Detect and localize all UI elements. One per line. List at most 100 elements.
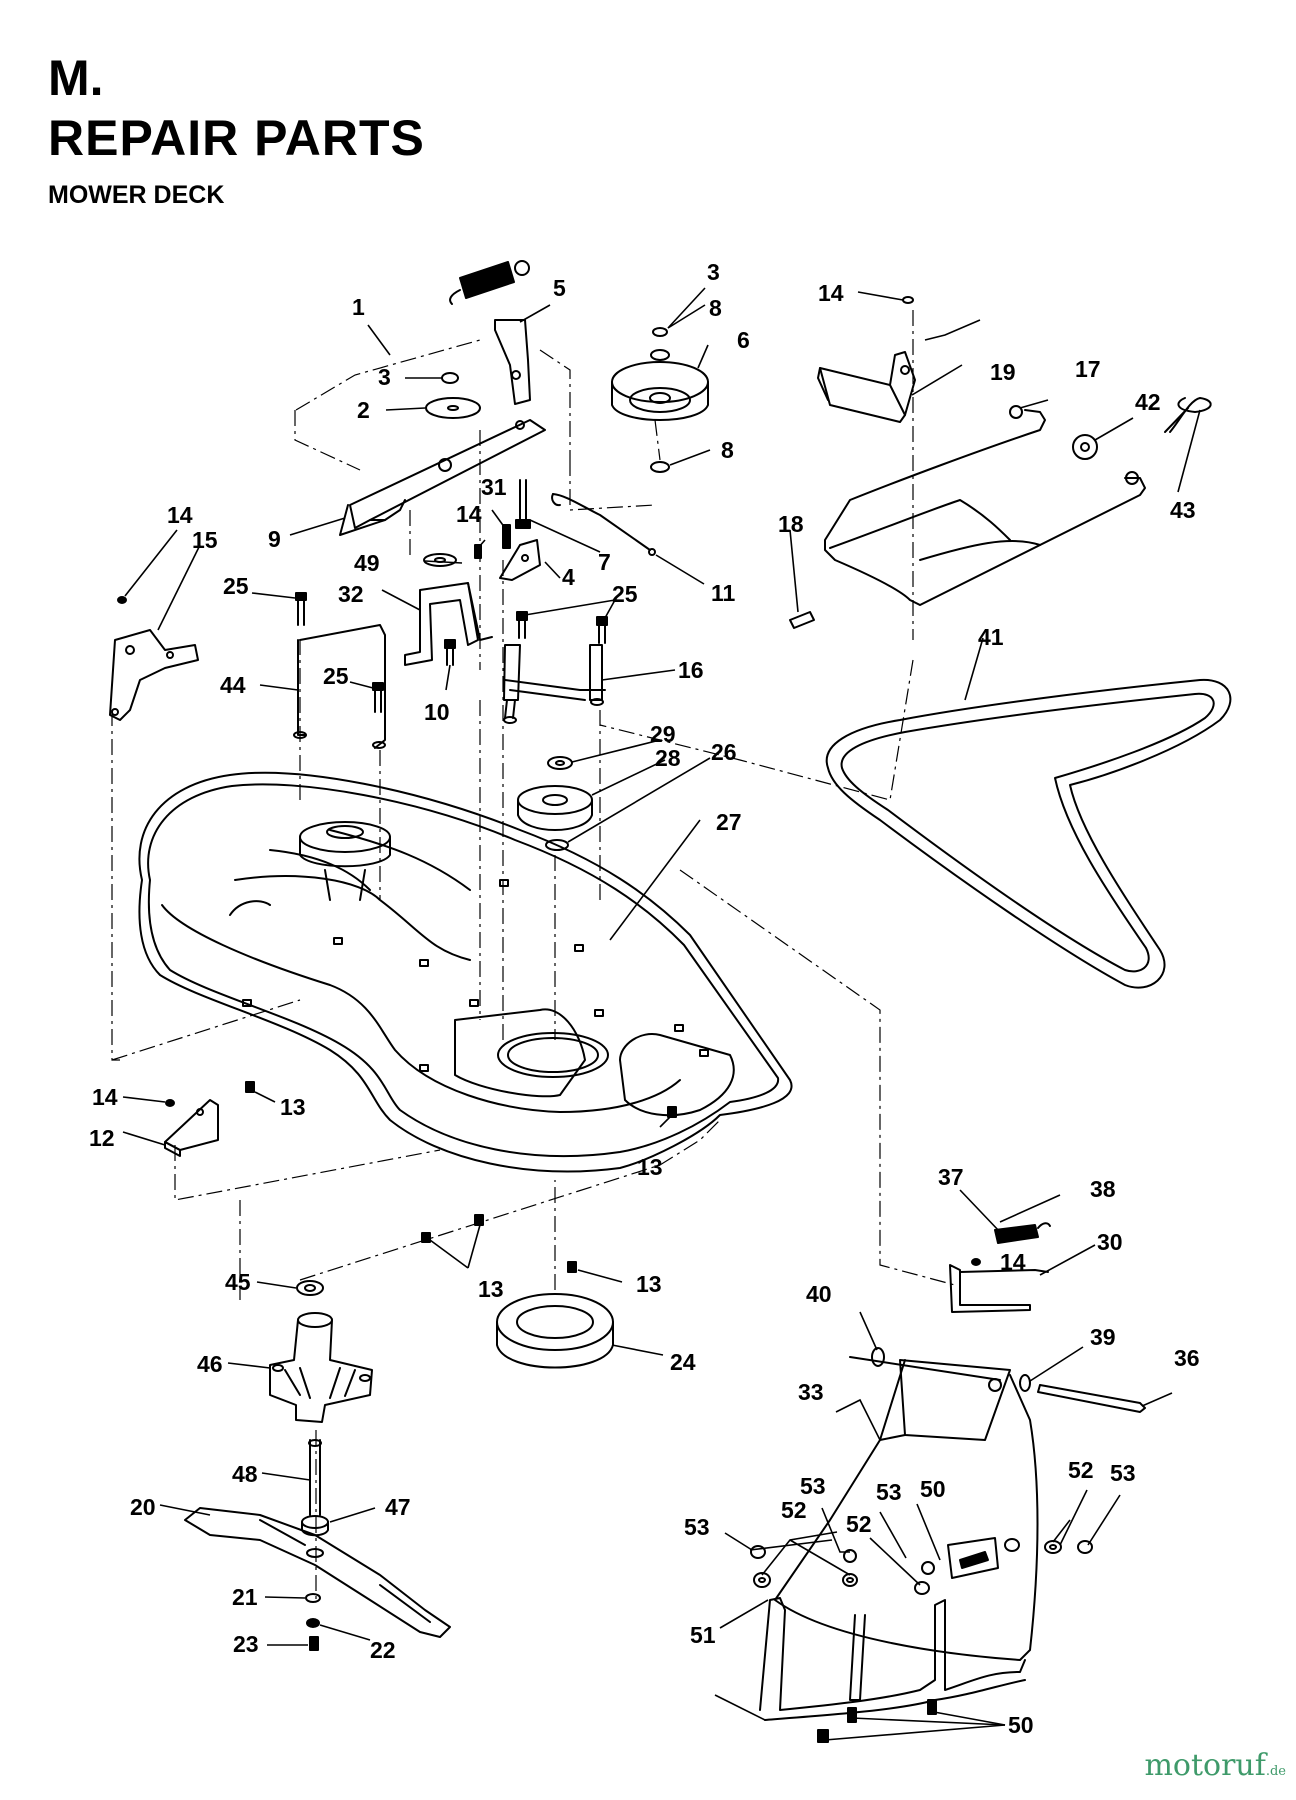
callout-32: 32	[338, 581, 364, 607]
bolt-13-a	[245, 1081, 255, 1093]
nut-3	[441, 372, 459, 384]
callout-44: 44	[220, 672, 246, 698]
mounting-bracket-12	[164, 1099, 219, 1157]
callout-53c: 53	[876, 1479, 902, 1505]
pulley-28	[517, 785, 593, 831]
bolt-13-d	[567, 1261, 577, 1273]
idler-arm	[339, 419, 546, 536]
tension-spring	[449, 260, 530, 305]
screw-50-chute	[1004, 1538, 1020, 1552]
callout-14a: 14	[167, 502, 193, 528]
bolt-13-b	[667, 1106, 677, 1118]
callout-42: 42	[1135, 389, 1161, 415]
deflector-rod-51	[759, 1597, 1026, 1721]
drive-belt	[825, 678, 1232, 989]
callout-8b: 8	[721, 437, 734, 463]
page-header: M. REPAIR PARTS MOWER DECK	[48, 48, 425, 212]
callout-16: 16	[678, 657, 704, 683]
leader-lines	[122, 287, 1201, 1741]
bolt-10	[444, 639, 456, 666]
callout-15: 15	[192, 527, 218, 553]
blade-20	[184, 1507, 451, 1638]
nut-53-a	[750, 1545, 766, 1559]
bolt-23	[309, 1636, 319, 1651]
screw-14-chute	[971, 1258, 981, 1266]
callout-49: 49	[354, 550, 380, 576]
callout-22: 22	[370, 1637, 396, 1663]
callout-25a: 25	[223, 573, 249, 599]
callout-14d: 14	[92, 1084, 118, 1110]
watermark-text: motoruf	[1144, 1748, 1266, 1783]
callout-14c: 14	[818, 280, 844, 306]
hairpin-clip-43	[1164, 397, 1212, 433]
callout-3b: 3	[707, 259, 720, 285]
washer-42	[1072, 434, 1098, 460]
watermark-logo: motoruf.de	[1144, 1748, 1286, 1783]
washer-26	[545, 839, 569, 851]
hinge-rod-36	[849, 1356, 1146, 1413]
callout-27: 27	[716, 809, 742, 835]
callout-13a: 13	[280, 1094, 306, 1120]
callout-7: 7	[598, 549, 611, 575]
bolt-25-left	[295, 592, 307, 626]
callout-9: 9	[268, 526, 281, 552]
callout-53d: 53	[1110, 1460, 1136, 1486]
washer-52-b	[842, 1573, 858, 1587]
callout-25c: 25	[323, 663, 349, 689]
callout-13c: 13	[478, 1276, 504, 1302]
callout-26: 26	[711, 739, 737, 765]
callout-36: 36	[1174, 1345, 1200, 1371]
bolt-25-center	[372, 682, 384, 713]
callout-14e: 14	[1000, 1249, 1026, 1275]
pin-38	[1037, 1222, 1051, 1229]
callout-8a: 8	[709, 295, 722, 321]
bolt-25-right-a	[516, 611, 528, 639]
callout-50a: 50	[920, 1476, 946, 1502]
callout-51: 51	[690, 1622, 716, 1648]
callout-24: 24	[670, 1349, 696, 1375]
lift-link-rod-17	[824, 405, 1146, 606]
spacer-24	[496, 1293, 614, 1369]
callout-18: 18	[778, 511, 804, 537]
callout-3a: 3	[378, 364, 391, 390]
nut-53-d	[1077, 1540, 1093, 1554]
section-letter: M.	[48, 50, 104, 106]
bolt-31	[502, 524, 511, 549]
callout-41: 41	[978, 624, 1004, 650]
mower-deck-housing	[138, 771, 793, 1173]
callout-5: 5	[553, 275, 566, 301]
screw-14-upper-left	[117, 596, 127, 604]
callout-29: 29	[650, 721, 676, 747]
bracket-15	[109, 629, 199, 721]
washer-52-d	[1044, 1540, 1062, 1554]
callout-13d: 13	[636, 1271, 662, 1297]
callout-48: 48	[232, 1461, 258, 1487]
callout-labels: 1 3 2 5 3 8 6 8 9 31 14 7 4 11 49 32 25 …	[89, 259, 1200, 1738]
callout-2: 2	[357, 397, 370, 423]
bolt-7	[515, 479, 531, 529]
washer-52-c	[914, 1581, 930, 1595]
callout-53a: 53	[684, 1514, 710, 1540]
washer-40	[871, 1347, 885, 1367]
callout-52b: 52	[846, 1511, 872, 1537]
callout-47: 47	[385, 1494, 411, 1520]
watermark-suffix: .de	[1265, 1764, 1286, 1779]
page-title: REPAIR PARTS	[48, 110, 425, 166]
callout-21: 21	[232, 1584, 258, 1610]
bearing-45	[296, 1280, 324, 1296]
spring-37	[994, 1224, 1039, 1244]
callout-33: 33	[798, 1379, 824, 1405]
callout-28: 28	[655, 745, 681, 771]
callout-37: 37	[938, 1164, 964, 1190]
callout-23: 23	[233, 1631, 259, 1657]
rod-11	[551, 493, 656, 556]
spindle-shaft-48	[308, 1439, 322, 1516]
chute-bracket-30	[949, 1264, 1049, 1313]
washer-39	[1019, 1374, 1031, 1392]
callout-25b: 25	[612, 581, 638, 607]
callout-50b: 50	[1008, 1712, 1034, 1738]
callout-17: 17	[1075, 356, 1101, 382]
plate-50	[947, 1537, 999, 1579]
idler-pulley-6	[611, 327, 709, 473]
